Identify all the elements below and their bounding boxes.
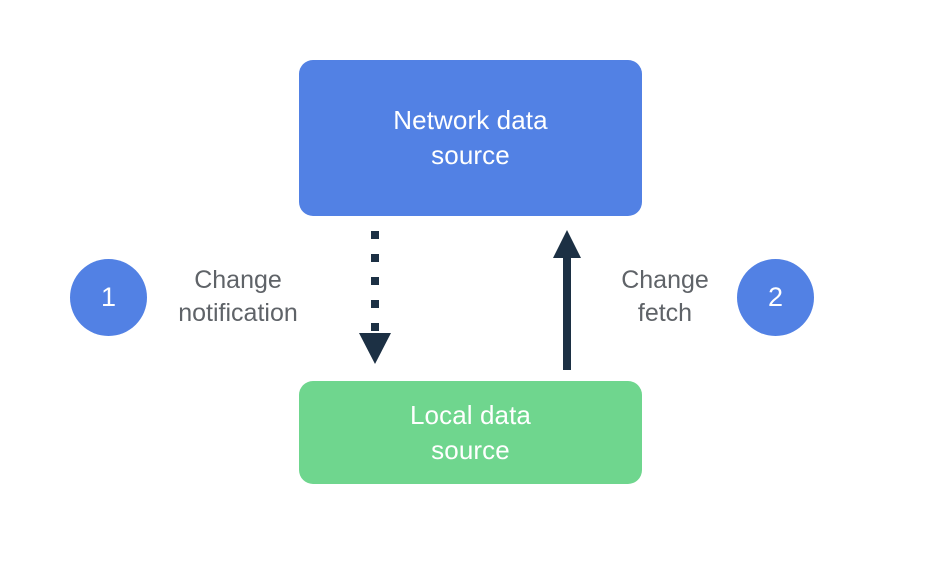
step-badge-2-number: 2 [767, 282, 784, 312]
node-network-data-source-label: Network data source [393, 105, 548, 170]
edge-label-change-fetch: Change fetch [621, 266, 709, 328]
step-badge-1: 1 [70, 259, 147, 336]
node-network-data-source: Network data source [299, 60, 642, 216]
arrow-up-solid-icon [553, 230, 581, 370]
node-local-data-source-label: Local data source [410, 399, 531, 465]
step-badge-2: 2 [737, 259, 814, 336]
arrow-down-dotted-icon [359, 231, 391, 364]
node-local-data-source: Local data source [299, 381, 642, 484]
step-badge-1-number: 1 [100, 282, 117, 312]
edge-label-change-notification: Change notification [178, 266, 298, 328]
